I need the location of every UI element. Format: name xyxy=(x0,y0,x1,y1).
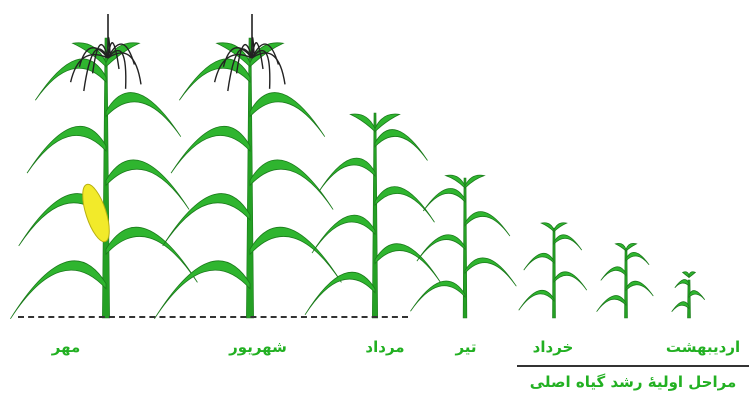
plant-leaf xyxy=(626,243,637,251)
corn-plant-stage-5 xyxy=(519,223,587,318)
plant-leaf xyxy=(554,272,587,290)
plant-leaf xyxy=(305,272,375,315)
mature-stages-divider xyxy=(18,316,408,318)
plant-leaf xyxy=(375,187,435,223)
plant-leaf xyxy=(106,227,197,282)
corn-plant-stage-1 xyxy=(10,14,197,319)
plant-leaf xyxy=(446,175,465,188)
plant-leaf xyxy=(465,212,510,236)
plant-leaf xyxy=(689,272,695,278)
early-stages-underline xyxy=(517,365,749,367)
plant-leaf xyxy=(106,160,189,210)
corn-plant-stage-2 xyxy=(154,14,341,319)
plant-leaf xyxy=(675,279,689,287)
plant-leaf xyxy=(375,114,400,132)
corn-plant-stage-7 xyxy=(672,272,705,318)
plant-leaf xyxy=(465,258,516,286)
plant-leaf xyxy=(554,235,582,250)
plant-leaf xyxy=(319,158,375,191)
label-ordibehesht: اردیبهشت xyxy=(666,338,740,356)
plant-leaf xyxy=(554,223,567,232)
label-khordad: خرداد xyxy=(533,338,574,356)
label-mordad: مرداد xyxy=(365,338,404,356)
plant-leaf xyxy=(541,223,554,232)
label-shahrivar: شهریور xyxy=(229,338,287,356)
plant-leaf xyxy=(601,267,626,281)
plant-leaf xyxy=(171,126,250,173)
plant-leaf xyxy=(163,194,250,246)
plant-leaf xyxy=(312,215,375,253)
corn-plant-stage-6 xyxy=(597,243,654,318)
label-mehr: مهر xyxy=(52,338,81,356)
plant-leaf xyxy=(250,227,341,282)
plant-leaf xyxy=(616,243,627,251)
plant-leaf xyxy=(689,291,705,300)
corn-plant-stage-3 xyxy=(305,113,442,318)
plant-leaf xyxy=(524,253,554,270)
corn-plant-stage-4 xyxy=(410,175,516,318)
plant-leaf xyxy=(597,296,626,312)
plant-leaf xyxy=(465,175,484,188)
plant-leaf xyxy=(27,126,106,173)
plant-leaf xyxy=(683,272,689,278)
plant-leaf xyxy=(106,93,181,137)
plant-leaf xyxy=(410,281,465,311)
plant-leaf xyxy=(672,302,689,312)
early-stages-caption: مراحل اولیهٔ رشد گیاه اصلی xyxy=(515,373,751,391)
label-tir: تیر xyxy=(455,338,476,356)
plant-leaf xyxy=(375,244,442,284)
plant-leaf xyxy=(250,160,333,210)
plant-leaf xyxy=(626,281,653,296)
plant-leaf xyxy=(626,252,649,264)
plant-leaf xyxy=(10,261,106,319)
plant-leaf xyxy=(375,130,428,161)
plant-leaf xyxy=(351,114,376,132)
plant-leaf xyxy=(154,261,250,319)
plant-leaf xyxy=(519,290,554,310)
plant-leaf xyxy=(250,93,325,137)
plant-leaf xyxy=(417,235,465,261)
corn-cob xyxy=(77,181,115,244)
plant-leaf xyxy=(423,189,465,211)
